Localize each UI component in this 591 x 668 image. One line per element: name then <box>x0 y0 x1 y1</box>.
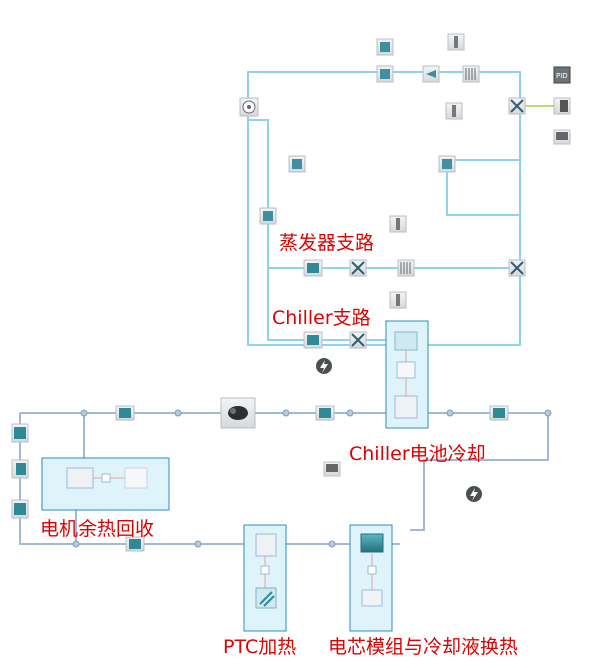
motor-connector <box>101 473 111 483</box>
compressor-icon[interactable] <box>239 97 259 117</box>
sensor-node[interactable] <box>282 409 290 417</box>
cell-heat-exchanger <box>360 533 384 553</box>
chiller-branch-label: Chiller支路 <box>272 307 371 329</box>
ptc-heating-label: PTC加热 <box>223 636 297 658</box>
sensor-node[interactable] <box>346 409 354 417</box>
refrigerant-pipe-to-splitter-left <box>247 108 269 215</box>
valve-icon[interactable] <box>349 259 367 277</box>
chiller-battery-pack <box>394 395 418 419</box>
motor-unit <box>124 467 148 489</box>
sensor-icon[interactable] <box>553 97 571 115</box>
pid-text: PID <box>556 72 568 80</box>
refrigerant-loop <box>247 71 521 346</box>
valve-icon[interactable] <box>438 155 456 173</box>
monitor-icon[interactable] <box>323 461 341 477</box>
sensor-node[interactable] <box>80 409 88 417</box>
heat-exchanger-icon[interactable] <box>376 65 394 83</box>
valve-icon[interactable] <box>508 259 526 277</box>
pump-icon[interactable] <box>315 405 335 421</box>
heat-exchanger-icon[interactable] <box>259 207 277 225</box>
sensor-node[interactable] <box>544 409 552 417</box>
sensor-node[interactable] <box>194 540 202 548</box>
valve-icon[interactable] <box>508 97 526 115</box>
heat-exchanger-icon[interactable] <box>376 38 394 56</box>
pump-icon[interactable] <box>11 423 29 443</box>
lightning-icon[interactable] <box>316 358 332 374</box>
heat-exchanger-icon[interactable] <box>397 259 415 277</box>
refrigerant-pipe-chiller <box>267 268 400 341</box>
motor-box-contents <box>66 467 148 489</box>
heat-exchanger-icon[interactable] <box>422 65 440 83</box>
pump-icon[interactable] <box>11 499 29 519</box>
pid-controller[interactable]: PID <box>553 66 571 84</box>
pump-icon[interactable] <box>115 405 135 421</box>
sensor-node[interactable] <box>174 409 182 417</box>
coolant-pipe-main <box>20 412 549 531</box>
motor-heat-exchanger <box>66 467 94 489</box>
pump-icon[interactable] <box>125 536 145 552</box>
chiller-heat-exchanger <box>394 331 418 351</box>
motor-waste-heat-recovery-label: 电机余热回收 <box>40 518 155 540</box>
heat-exchanger-icon[interactable] <box>462 65 480 83</box>
valve-icon[interactable] <box>349 331 367 349</box>
ptc-box-contents <box>255 533 277 609</box>
chiller-battery-cooling-label: Chiller电池冷却 <box>349 443 486 465</box>
pipe-icon[interactable] <box>389 215 407 233</box>
pipe-icon[interactable] <box>389 291 407 309</box>
motor-icon[interactable] <box>11 459 29 479</box>
sensor-node[interactable] <box>72 540 80 548</box>
monitor-icon[interactable] <box>553 129 571 145</box>
cell-module-exchange-box <box>349 524 393 632</box>
sensor-node[interactable] <box>328 540 336 548</box>
fan-icon[interactable] <box>303 331 323 349</box>
sensor-node[interactable] <box>446 409 454 417</box>
evaporator-branch-label: 蒸发器支路 <box>279 232 375 254</box>
chiller-box-contents <box>394 331 418 419</box>
chiller-core <box>396 361 416 379</box>
pump-icon[interactable] <box>489 405 509 421</box>
valve-icon[interactable] <box>288 155 306 173</box>
cell-module-heat-exchange-label: 电芯模组与冷却液换热 <box>328 636 519 658</box>
lightning-icon[interactable] <box>466 486 482 502</box>
motor-waste-heat-box <box>41 457 170 511</box>
compressor-icon[interactable] <box>220 397 256 429</box>
cell-box-contents <box>360 533 384 607</box>
ptc-heat-exchanger <box>255 533 277 557</box>
highlight-boxes <box>41 320 429 632</box>
coolant-loop <box>19 340 549 545</box>
pipe-icon[interactable] <box>445 102 463 120</box>
refrigerant-pipe-right-down <box>446 110 521 216</box>
fan-icon[interactable] <box>303 259 323 277</box>
cell-module <box>361 589 383 607</box>
pipe-icon[interactable] <box>447 33 465 51</box>
